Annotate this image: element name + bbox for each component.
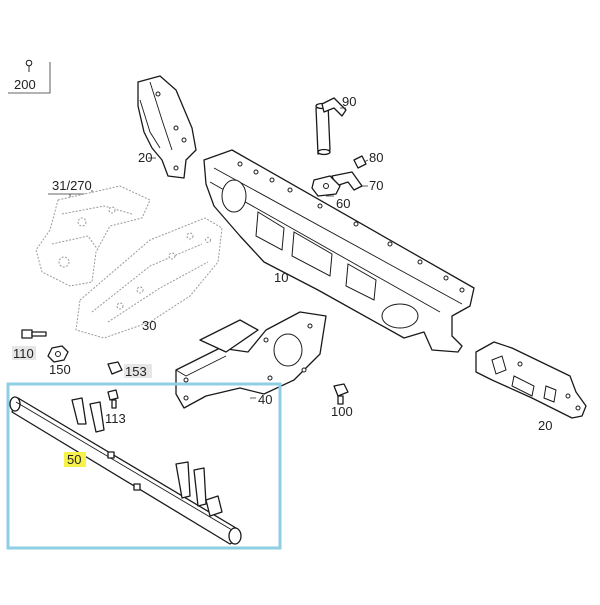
part-153-screw[interactable] (107, 361, 152, 378)
highlight-frame (6, 382, 282, 550)
label-110: 110 (13, 346, 34, 361)
label-20-right: 20 (538, 418, 552, 433)
label-113: 113 (105, 411, 126, 426)
part-90-pin[interactable] (315, 97, 347, 156)
part-110-bolt[interactable] (12, 329, 47, 360)
part-60-catch[interactable] (311, 175, 341, 197)
part-80-clip[interactable] (353, 155, 367, 169)
label-100: 100 (331, 404, 353, 419)
part-100-bolt[interactable] (333, 383, 349, 405)
part-113-screw[interactable] (107, 389, 119, 409)
ghost-frame-30 (75, 217, 223, 339)
label-40: 40 (258, 392, 272, 407)
label-150: 150 (49, 362, 71, 377)
part-20-right-bracket[interactable] (475, 341, 587, 419)
label-10: 10 (274, 270, 288, 285)
ref-200-callout[interactable]: 200 (8, 59, 51, 94)
label-60: 60 (336, 196, 350, 211)
part-50-tube[interactable] (9, 396, 242, 545)
label-20-top: 20 (138, 150, 152, 165)
label-80: 80 (369, 150, 383, 165)
label-50-highlight (64, 452, 86, 467)
part-20-upper-bracket[interactable] (137, 75, 197, 179)
ghost-bracket-assembly (35, 185, 151, 287)
label-153: 153 (125, 364, 147, 379)
label-50: 50 (67, 452, 81, 467)
label-31-270: 31/270 (52, 178, 92, 193)
bolt-icon (25, 59, 33, 72)
label-70: 70 (369, 178, 383, 193)
label-90: 90 (342, 94, 356, 109)
label-30: 30 (142, 318, 156, 333)
label-200: 200 (14, 77, 36, 92)
part-10-crossmember[interactable] (203, 149, 475, 353)
part-150-nut[interactable] (47, 345, 69, 363)
part-40-plate-bracket[interactable] (175, 311, 327, 409)
